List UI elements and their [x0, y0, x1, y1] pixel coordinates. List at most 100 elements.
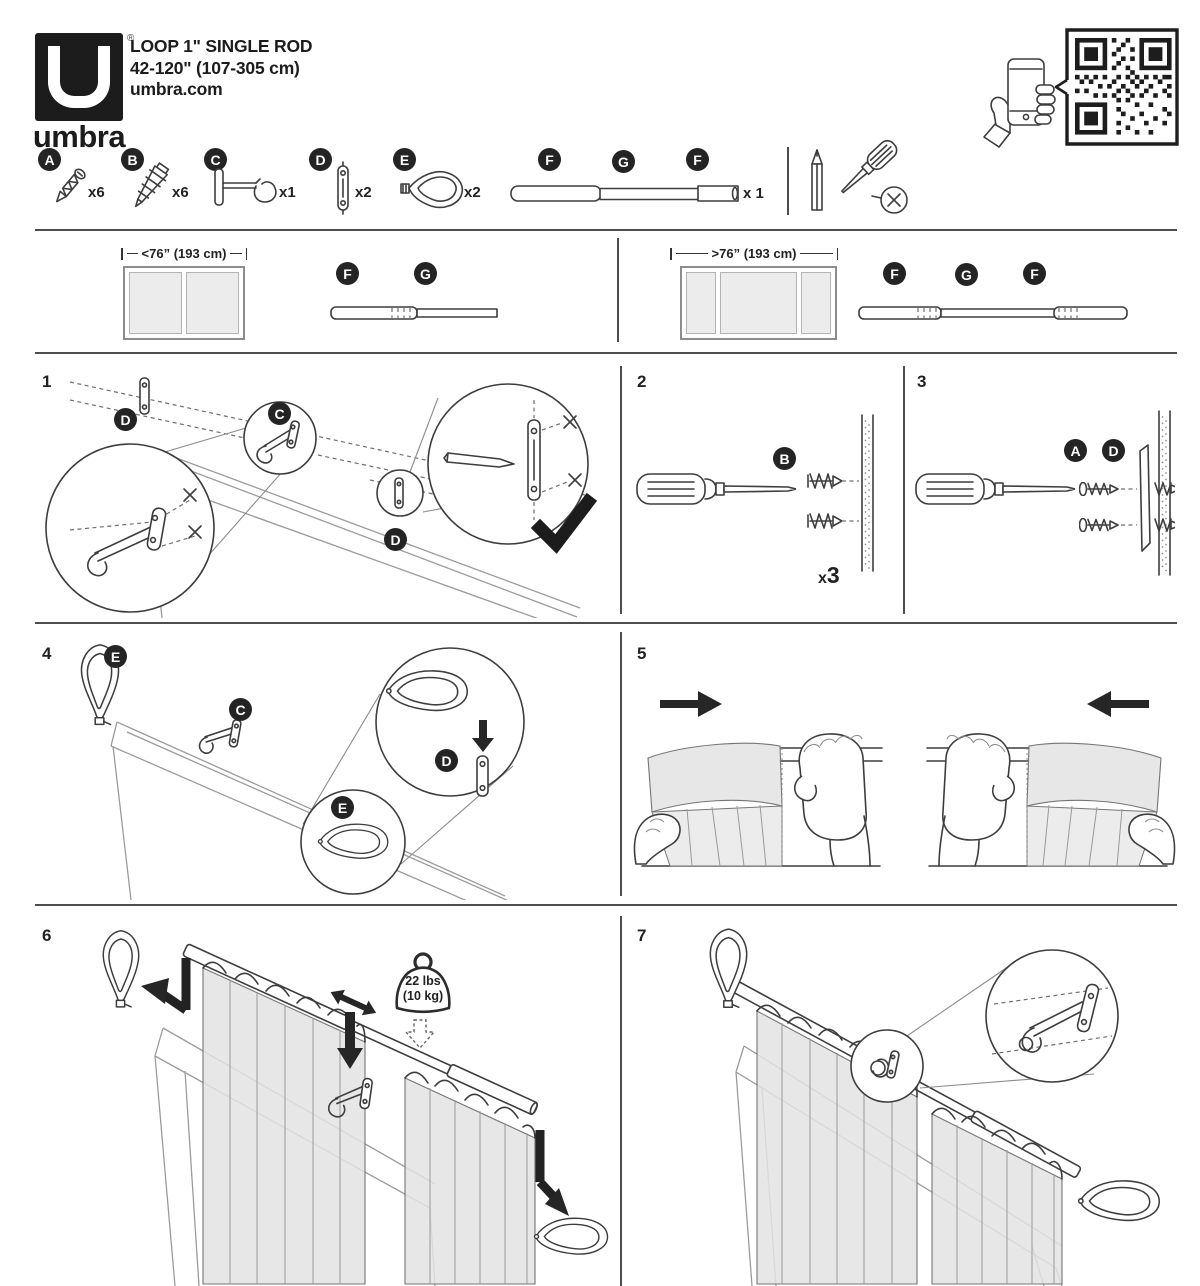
step1-checkmark: [530, 492, 598, 554]
weight-lbs: 22 lbs: [405, 974, 441, 988]
part-e-badge: E: [393, 148, 416, 171]
step3-illustration: [915, 410, 1175, 576]
large-rod-g-badge: G: [955, 263, 978, 286]
step5-number: 5: [637, 644, 647, 663]
divider-2: [35, 352, 1177, 354]
window-pane: [129, 272, 182, 334]
step1-number: 1: [42, 372, 52, 391]
rod-icon: [510, 185, 739, 202]
large-window-dimension-label: >76” (193 cm): [711, 246, 797, 261]
part-c-badge: C: [204, 148, 227, 171]
divider-4: [35, 904, 1177, 906]
product-title: LOOP 1" SINGLE ROD: [130, 36, 313, 56]
part-b-badge: B: [121, 148, 144, 171]
step4-c-badge: C: [229, 698, 252, 721]
umbra-logo: [35, 33, 123, 121]
step1-left-magnifier-circle: [45, 443, 215, 613]
part-a-screw-icon: [55, 168, 86, 203]
step6-bracket: [328, 1077, 373, 1118]
step1-c-badge: C: [268, 402, 291, 425]
loop-finial-icon: [1077, 1180, 1160, 1222]
qr-modules: [1075, 38, 1172, 135]
step1-d-left-badge: D: [114, 408, 137, 431]
loop-finial-icon: [533, 1217, 609, 1255]
step7-curtain-right: [931, 1107, 1063, 1285]
step4-d-badge: D: [435, 749, 458, 772]
step4-e-zoom-badge: E: [331, 796, 354, 819]
step3-d-badge: D: [1102, 439, 1125, 462]
pencil-icon: [811, 149, 823, 211]
step7-magnifier-circle: [985, 949, 1119, 1083]
step6-illustration: [102, 930, 609, 1286]
weight-kg: (10 kg): [402, 989, 444, 1003]
window-pane: [686, 272, 716, 334]
screwdriver-icon: [915, 473, 1075, 505]
rod-f-left-badge: F: [538, 148, 561, 171]
step1-right-magnifier-content: [443, 400, 582, 520]
part-b-qty: x6: [172, 184, 189, 201]
multiplier-n: 3: [826, 562, 840, 588]
large-rod-icon: [858, 306, 1128, 320]
step2-number: 2: [637, 372, 647, 391]
thread-curtain-right: [926, 690, 1176, 867]
hand-phone-icon: [983, 58, 1056, 148]
down-arrow: [337, 1012, 363, 1069]
wall-section: [861, 414, 874, 572]
part-d-qty: x2: [355, 184, 372, 201]
step1-left-magnifier-content: [69, 488, 202, 577]
step4-5-divider: [620, 632, 622, 896]
step6-curtain-right: [404, 1071, 536, 1285]
part-a-badge: A: [38, 148, 61, 171]
large-rod-f2-badge: F: [1023, 262, 1046, 285]
step6-number: 6: [42, 926, 52, 945]
step1-d-right-badge: D: [384, 528, 407, 551]
step7-bracket-small: [870, 1050, 900, 1079]
step7-number: 7: [637, 926, 647, 945]
large-rod-f1-badge: F: [883, 262, 906, 285]
part-c-qty: x1: [279, 184, 296, 201]
small-rod-icon: [330, 306, 498, 320]
step4-plate-d: [476, 755, 489, 797]
step7-magnifier-content: [991, 983, 1113, 1055]
step1-bracket-c: [256, 420, 300, 464]
size-guide-divider: [617, 238, 619, 342]
window-pane: [186, 272, 239, 334]
step3-number: 3: [917, 372, 927, 391]
plate-side-profile: [1139, 444, 1151, 552]
rod-qty: x 1: [743, 185, 764, 202]
size-range: 42-120" (107-305 cm): [130, 57, 300, 78]
step7-illustration: [709, 928, 1160, 1286]
part-e-finial-icon: [400, 171, 464, 209]
step3-a-badge: A: [1064, 439, 1087, 462]
step7-bracket-callout-circle: [850, 1029, 924, 1103]
small-window-dimension-label: <76” (193 cm): [141, 246, 227, 261]
weight-limit-label: 22 lbs (10 kg): [393, 974, 453, 1004]
step6-curtain-left: [202, 961, 366, 1285]
divider-1: [35, 229, 1177, 231]
step2-multiplier: x3: [818, 562, 840, 589]
part-e-qty: x2: [464, 184, 481, 201]
small-rod-f-badge: F: [336, 262, 359, 285]
window-pane: [801, 272, 831, 334]
step2-b-badge: B: [773, 447, 796, 470]
large-window-dimension: >76” (193 cm): [670, 246, 839, 261]
step1-plate-d-left: [139, 377, 150, 415]
step1-plate-d-small: [394, 477, 404, 509]
rod-f-right-badge: F: [686, 148, 709, 171]
part-c-bracket-icon: [214, 168, 277, 206]
part-d-plate-icon: [337, 161, 349, 215]
multiplier-x: x: [818, 570, 827, 587]
anchor-icon: [807, 513, 842, 529]
small-rod-g-badge: G: [414, 262, 437, 285]
anchor-icon: [807, 473, 842, 489]
window-pane: [720, 272, 797, 334]
step2-3-divider: [903, 366, 905, 614]
step4-magnifier-circle: [375, 647, 525, 797]
part-d-badge: D: [309, 148, 332, 171]
dashed-down-arrow: [404, 1019, 436, 1050]
step4-illustration: [80, 644, 525, 900]
step4-bracket-c: [198, 719, 242, 754]
small-window-icon: [123, 266, 245, 340]
down-arrow: [472, 720, 494, 752]
